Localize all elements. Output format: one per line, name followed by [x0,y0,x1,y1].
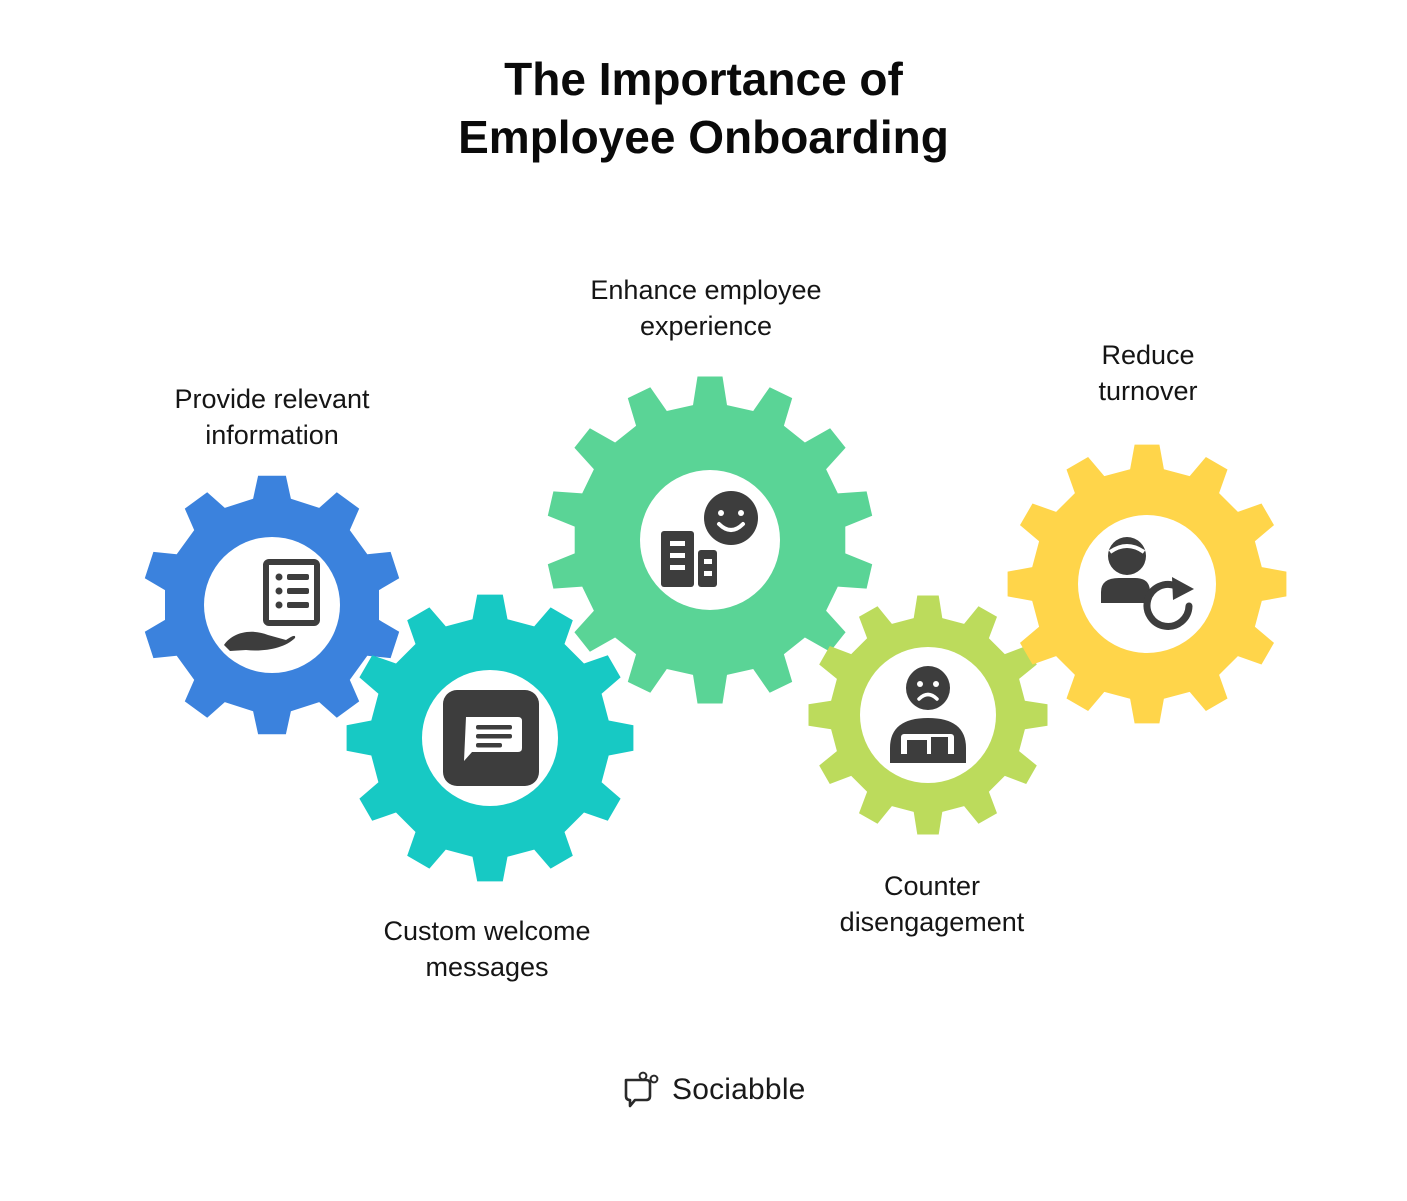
gear-welcome-messages [346,594,634,882]
gear-employee-experience [547,376,873,704]
brand-name: Sociabble [672,1073,806,1106]
label-reduce-turnover: Reduce turnover [1098,340,1198,406]
person-refresh-icon [1101,537,1194,630]
label-welcome-messages: Custom welcome messages [383,916,591,982]
brand-footer: Sociabble [620,1068,806,1112]
chat-bubbles-logo-icon [624,1071,659,1108]
page-title: The Importance of Employee Onboarding [0,50,1407,166]
title-line-1: The Importance of [504,53,903,105]
title-line-2: Employee Onboarding [458,111,949,163]
label-counter-disengagement: Counter disengagement [839,871,1025,937]
chat-message-icon [443,690,539,786]
hand-document-icon [224,559,320,651]
gear-counter-disengagement [808,595,1048,835]
label-provide-info: Provide relevant information [174,384,370,450]
sad-person-desk-icon [890,666,966,763]
gear-provide-info [144,475,400,735]
building-smiley-icon [661,491,758,587]
label-employee-experience: Enhance employee experience [590,275,822,341]
gear-reduce-turnover [1007,444,1287,724]
